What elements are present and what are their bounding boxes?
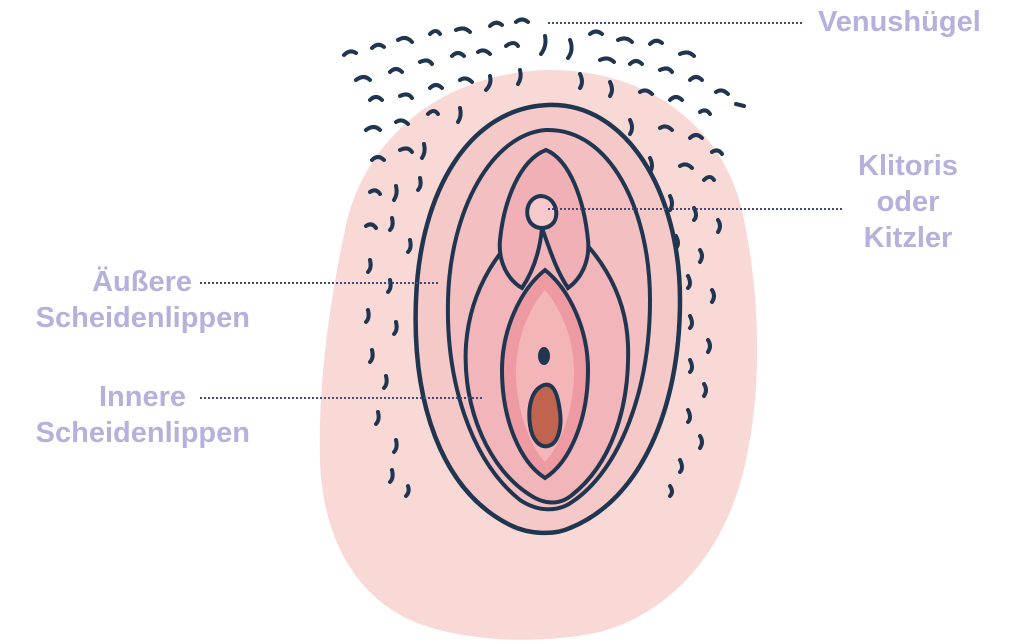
outer-labia-label-line1: Äußere bbox=[0, 264, 192, 300]
mons-leader-line bbox=[548, 22, 802, 24]
clitoris-shape bbox=[527, 196, 556, 228]
inner-labia-label-line2: Scheidenlippen bbox=[0, 415, 250, 451]
outer-labia-label-line2: Scheidenlippen bbox=[0, 300, 250, 336]
clitoris-label: Klitoris oder Kitzler bbox=[838, 148, 978, 256]
clitoris-label-line2: oder bbox=[838, 184, 978, 220]
clitoris-leader-line bbox=[548, 208, 842, 210]
mons-label: Venushügel bbox=[818, 4, 981, 40]
inner-labia-label-line1: Innere bbox=[0, 379, 186, 415]
vaginal-opening bbox=[529, 385, 560, 447]
outer-labia-label: Äußere Scheidenlippen bbox=[0, 264, 250, 336]
urethral-opening bbox=[538, 347, 550, 365]
inner-labia-label: Innere Scheidenlippen bbox=[0, 379, 250, 451]
clitoris-label-line1: Klitoris bbox=[838, 148, 978, 184]
clitoris-label-line3: Kitzler bbox=[838, 220, 978, 256]
